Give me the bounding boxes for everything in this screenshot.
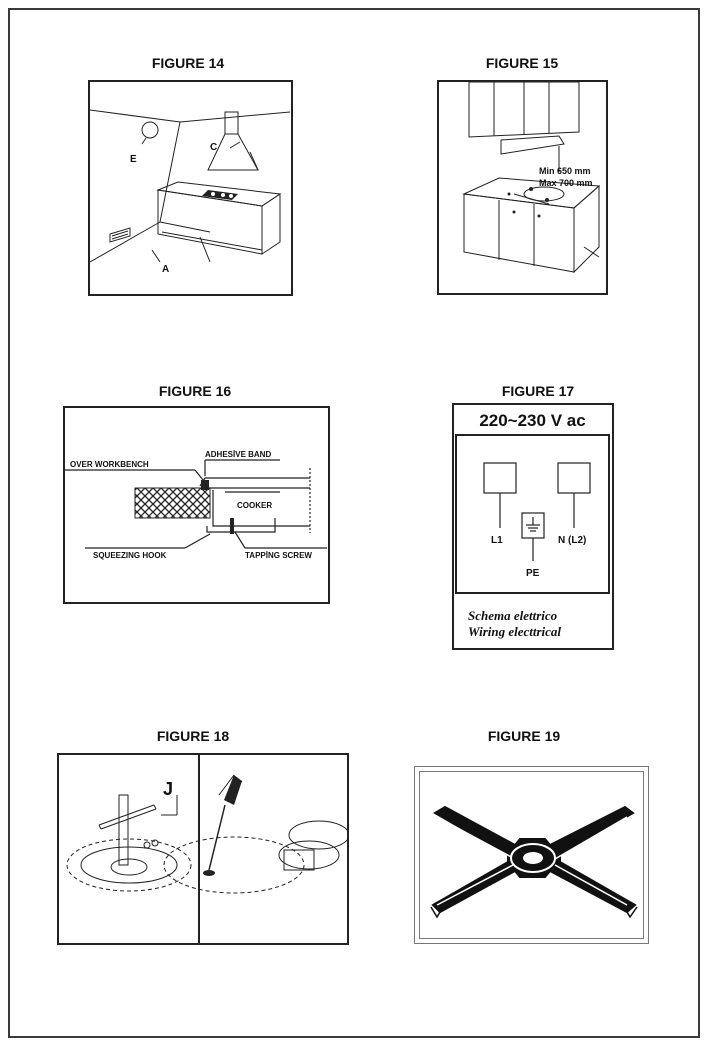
- figure-14-title: FIGURE 14: [151, 55, 225, 71]
- kitchen-ventilation-illustration: E C A: [90, 109, 291, 275]
- figure-16-box: ADHESİVE BAND OVER WORKBENCH COOKER SQUE…: [63, 406, 330, 604]
- wiring-caption: Wiring electtrical: [468, 624, 562, 639]
- wiring-diagram: L1 N (L2) PE: [455, 434, 610, 594]
- figure-17-title: FIGURE 17: [501, 383, 575, 399]
- label-adhesive-band: ADHESİVE BAND: [205, 450, 271, 459]
- pan-support-illustration: [430, 805, 638, 919]
- burner-adjustment-illustration: J: [66, 755, 347, 943]
- label-neutral: N (L2): [558, 535, 586, 546]
- label-squeezing-hook: SQUEEZING HOOK: [93, 551, 167, 560]
- hood-height-illustration: Min 650 mm Max 700 mm: [462, 82, 601, 274]
- figure-19-box: [414, 766, 649, 944]
- label-l1: L1: [491, 535, 503, 546]
- label-over-workbench: OVER WORKBENCH: [70, 460, 149, 469]
- figure-14-box: E C A: [88, 80, 293, 296]
- installation-section-illustration: ADHESİVE BAND OVER WORKBENCH COOKER SQUE…: [65, 450, 327, 560]
- voltage-label: 220~230 V ac: [479, 411, 586, 430]
- label-pe: PE: [526, 568, 540, 579]
- figure-16-title: FIGURE 16: [158, 383, 232, 399]
- label-tapping-screw: TAPPİNG SCREW: [245, 551, 312, 560]
- label-e: E: [130, 154, 137, 165]
- figure-15-title: FIGURE 15: [485, 55, 559, 71]
- label-c: C: [210, 142, 217, 153]
- figure-18-box: J: [57, 753, 349, 945]
- label-a: A: [162, 264, 169, 275]
- page-border: [8, 8, 700, 1038]
- schema-caption: Schema elettrico: [468, 608, 558, 623]
- label-max-height: Max 700 mm: [539, 178, 593, 188]
- label-j: J: [163, 779, 173, 799]
- label-cooker: COOKER: [237, 501, 272, 510]
- figure-19-title: FIGURE 19: [487, 728, 561, 744]
- figure-18-title: FIGURE 18: [156, 728, 230, 744]
- label-min-height: Min 650 mm: [539, 166, 591, 176]
- figure-15-box: Min 650 mm Max 700 mm: [437, 80, 608, 295]
- figure-17-box: 220~230 V ac L1 N (L2) PE Schema elettri…: [452, 403, 614, 650]
